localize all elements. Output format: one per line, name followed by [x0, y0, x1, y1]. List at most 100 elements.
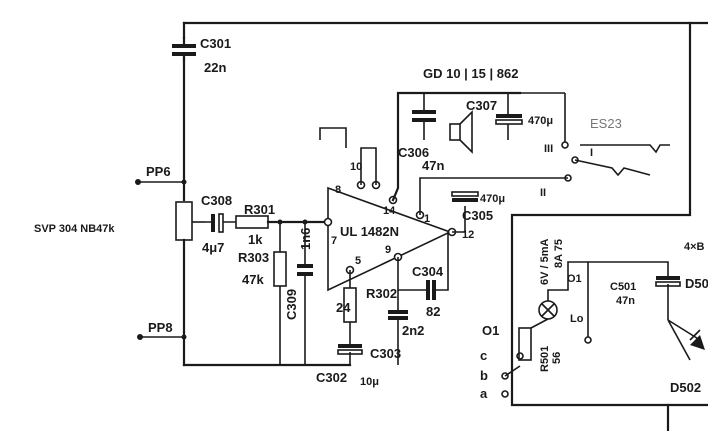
- pin-8-10-ground: [319, 127, 377, 185]
- wire-c305: [452, 206, 466, 233]
- es23-line: [580, 144, 670, 154]
- junction-dot: [181, 179, 187, 185]
- c501-name: C501: [610, 281, 636, 293]
- pin-14-wire: [391, 91, 522, 202]
- pin-7-label: 7: [331, 235, 337, 247]
- c302-name: C302: [316, 370, 347, 385]
- diode-bridge: [667, 319, 701, 361]
- pin-12-label: 12: [462, 229, 474, 241]
- pin-1-label: 1: [424, 213, 430, 225]
- c301-name: C301: [200, 36, 231, 51]
- c307-value: 470μ: [528, 115, 553, 127]
- c304-plate: [426, 280, 430, 300]
- lamp-label: 6V / 5mA: [539, 238, 551, 285]
- c308-capacitor: [205, 213, 236, 233]
- c304-name: C304: [412, 264, 444, 279]
- c305-value: 470μ: [480, 193, 505, 205]
- c306-value: 47n: [422, 158, 444, 173]
- pp6-point: [135, 179, 141, 185]
- switch-a-label: a: [480, 386, 488, 401]
- wire-c304: [397, 232, 449, 291]
- switch-c-contact: [516, 352, 524, 360]
- r302-resistor: [343, 287, 357, 323]
- r301-name: R301: [244, 202, 275, 217]
- c306-name: C306: [398, 145, 429, 160]
- c308-value: 4μ7: [202, 240, 224, 255]
- c301-value: 22n: [204, 60, 226, 75]
- c307-name: C307: [466, 98, 497, 113]
- lamp-cross: [541, 303, 555, 317]
- c306-plate: [412, 118, 436, 122]
- c309-plate: [297, 264, 313, 268]
- c309-value: 1n6: [298, 228, 313, 250]
- ic-triangle: [327, 186, 453, 292]
- c309-plate: [297, 272, 313, 276]
- c303-value: 2n2: [402, 323, 424, 338]
- c501-value: 47n: [616, 295, 635, 307]
- d502-label: D502: [670, 380, 701, 395]
- c304-value: 82: [426, 304, 440, 319]
- pp8-label: PP8: [148, 320, 173, 335]
- c305-plate: [451, 191, 479, 197]
- pin-8-label: 8: [335, 184, 341, 196]
- switch-iii-label: III: [544, 143, 553, 155]
- switch-lever: [504, 365, 521, 377]
- potentiometer-body: [175, 201, 193, 241]
- lo-label: Lo: [570, 313, 584, 325]
- wire-to-contacts: [419, 177, 568, 215]
- c307-plate: [496, 114, 522, 118]
- pin-14-label: 14: [383, 205, 396, 217]
- d50-label: D50: [685, 276, 708, 291]
- contact-iii: [561, 141, 569, 149]
- lamp-label-2: 8A 75: [553, 239, 565, 268]
- pp6-label: PP6: [146, 164, 171, 179]
- gd-label: GD 10 | 15 | 862: [423, 66, 518, 81]
- c302-plate: [337, 349, 363, 355]
- es23-label: ES23: [590, 116, 622, 131]
- r301-resistor: [235, 215, 269, 229]
- switch-ii-label: II: [540, 187, 546, 199]
- switch-c-label: c: [480, 348, 487, 363]
- pin-9-label: 9: [385, 244, 391, 256]
- lo-contact: [584, 336, 592, 344]
- diode-symbol: [690, 335, 705, 350]
- pin-5-label: 5: [355, 255, 361, 267]
- right-supply-wire: [510, 21, 708, 407]
- c501-plate: [655, 281, 681, 287]
- c309-name: C309: [284, 289, 299, 320]
- pp8-point: [137, 334, 143, 340]
- r501-resistor: [518, 327, 532, 361]
- c302-value: 10μ: [360, 376, 379, 388]
- wire-c501: [588, 261, 669, 320]
- speaker-body: [449, 123, 461, 141]
- r501-name: R501: [539, 346, 551, 372]
- c306-plate: [412, 110, 436, 114]
- lamp-wire: [530, 261, 589, 340]
- switch-b-label: b: [480, 368, 488, 383]
- speaker-cone: [459, 110, 473, 154]
- ic-pin-7: [323, 217, 333, 227]
- r301-value: 1k: [248, 232, 263, 247]
- es23-lead: [520, 92, 566, 145]
- switch-i-lever: [574, 159, 651, 177]
- svp-label: SVP 304 NB47k: [34, 223, 115, 235]
- c303-name: C303: [370, 346, 401, 361]
- c305-name: C305: [462, 208, 493, 223]
- junction-dot: [181, 334, 187, 340]
- o1-label: O1: [482, 323, 499, 338]
- c307-plate: [495, 119, 523, 125]
- c308-name: C308: [201, 193, 232, 208]
- c301-capacitor: [172, 36, 196, 62]
- switch-i-label: I: [590, 147, 593, 159]
- c305-plate: [452, 198, 478, 202]
- r501-value: 56: [551, 352, 563, 364]
- pin-10-label: 10: [350, 161, 362, 173]
- c303-plate: [388, 316, 408, 320]
- switch-a-contact: [501, 390, 509, 398]
- c304-plate: [432, 280, 436, 300]
- bridge-label: 4×B: [684, 241, 705, 253]
- ic-label: UL 1482N: [340, 224, 399, 239]
- r303-resistor: [273, 251, 287, 287]
- c303-plate: [388, 310, 408, 314]
